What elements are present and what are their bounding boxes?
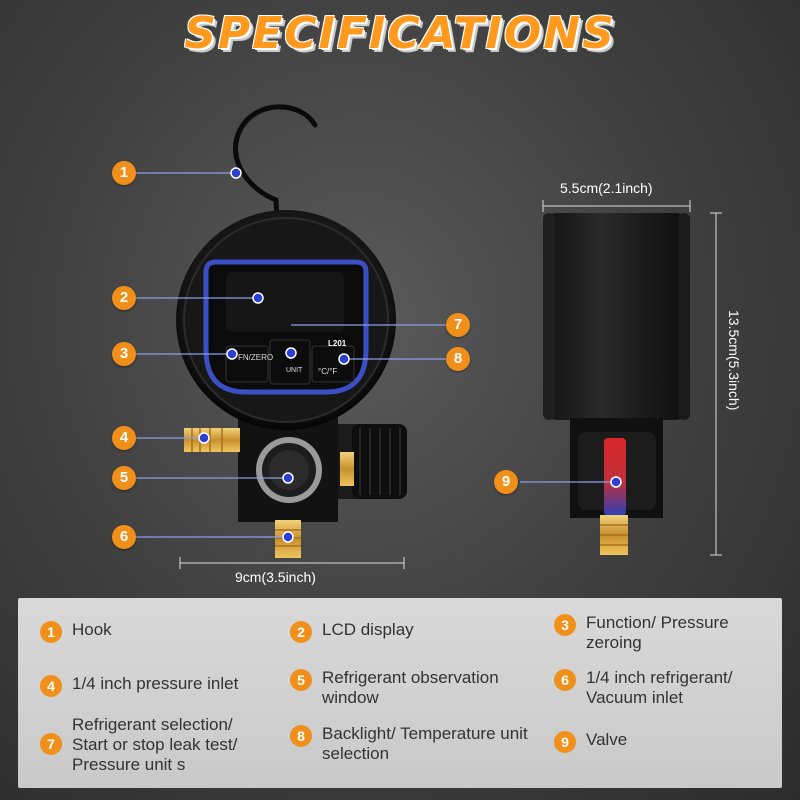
callout-9: 9 (494, 470, 518, 494)
legend-badge: 2 (290, 621, 312, 643)
callout-3: 3 (112, 342, 136, 366)
legend-item-9: 9 Valve (554, 730, 764, 753)
legend-badge: 7 (40, 733, 62, 755)
legend-badge: 6 (554, 669, 576, 691)
dimension-side-width: 5.5cm(2.1inch) (560, 180, 653, 196)
page-title: SPECIFICATIONS (184, 8, 616, 59)
legend-text: 1/4 inch refrigerant/ Vacuum inlet (586, 668, 733, 707)
legend-item-1: 1 Hook (40, 620, 260, 643)
legend-item-6: 6 1/4 inch refrigerant/ Vacuum inlet (554, 668, 764, 708)
legend-badge: 9 (554, 731, 576, 753)
model-label: L201 (328, 339, 347, 348)
legend-item-8: 8 Backlight/ Temperature unit selection (290, 724, 530, 764)
legend-text: Backlight/ Temperature unit selection (322, 724, 528, 763)
legend-text: Function/ Pressure zeroing (586, 613, 729, 652)
callout-4: 4 (112, 426, 136, 450)
legend-badge: 3 (554, 614, 576, 636)
legend-badge: 8 (290, 725, 312, 747)
unit-label: UNIT (286, 367, 303, 374)
legend-text: Refrigerant selection/ Start or stop lea… (72, 715, 238, 774)
legend-item-5: 5 Refrigerant observation window (290, 668, 530, 708)
callout-7: 7 (446, 313, 470, 337)
legend-item-3: 3 Function/ Pressure zeroing (554, 613, 764, 653)
legend-badge: 4 (40, 675, 62, 697)
pressure-inlet-fitting (184, 428, 240, 452)
legend-item-4: 4 1/4 inch pressure inlet (40, 674, 280, 697)
legend-text: LCD display (322, 620, 414, 639)
fn-zero-label: FN/ZERO (238, 353, 273, 362)
callout-1: 1 (112, 161, 136, 185)
callout-5: 5 (112, 466, 136, 490)
callout-8: 8 (446, 347, 470, 371)
legend-panel: 1 Hook 2 LCD display 3 Function/ Pressur… (18, 598, 782, 788)
legend-item-7: 7 Refrigerant selection/ Start or stop l… (40, 715, 270, 775)
hook (233, 104, 318, 243)
legend-text: Refrigerant observation window (322, 668, 499, 707)
legend-badge: 5 (290, 669, 312, 691)
dimension-front-width: 9cm(3.5inch) (235, 569, 316, 585)
legend-text: 1/4 inch pressure inlet (72, 674, 239, 693)
legend-badge: 1 (40, 621, 62, 643)
legend-item-2: 2 LCD display (290, 620, 530, 643)
callout-2: 2 (112, 286, 136, 310)
temp-label: °C/°F (318, 367, 337, 376)
legend-text: Valve (586, 730, 628, 749)
callout-6: 6 (112, 525, 136, 549)
backlight-button (311, 345, 355, 383)
device-illustration: FN/ZERO UNIT °C/°F L201 (135, 104, 722, 569)
side-gauge-head (543, 213, 690, 420)
legend-text: Hook (72, 620, 112, 639)
unit-button (269, 339, 311, 385)
dimension-height: 13.5cm(5.3inch) (726, 310, 742, 411)
